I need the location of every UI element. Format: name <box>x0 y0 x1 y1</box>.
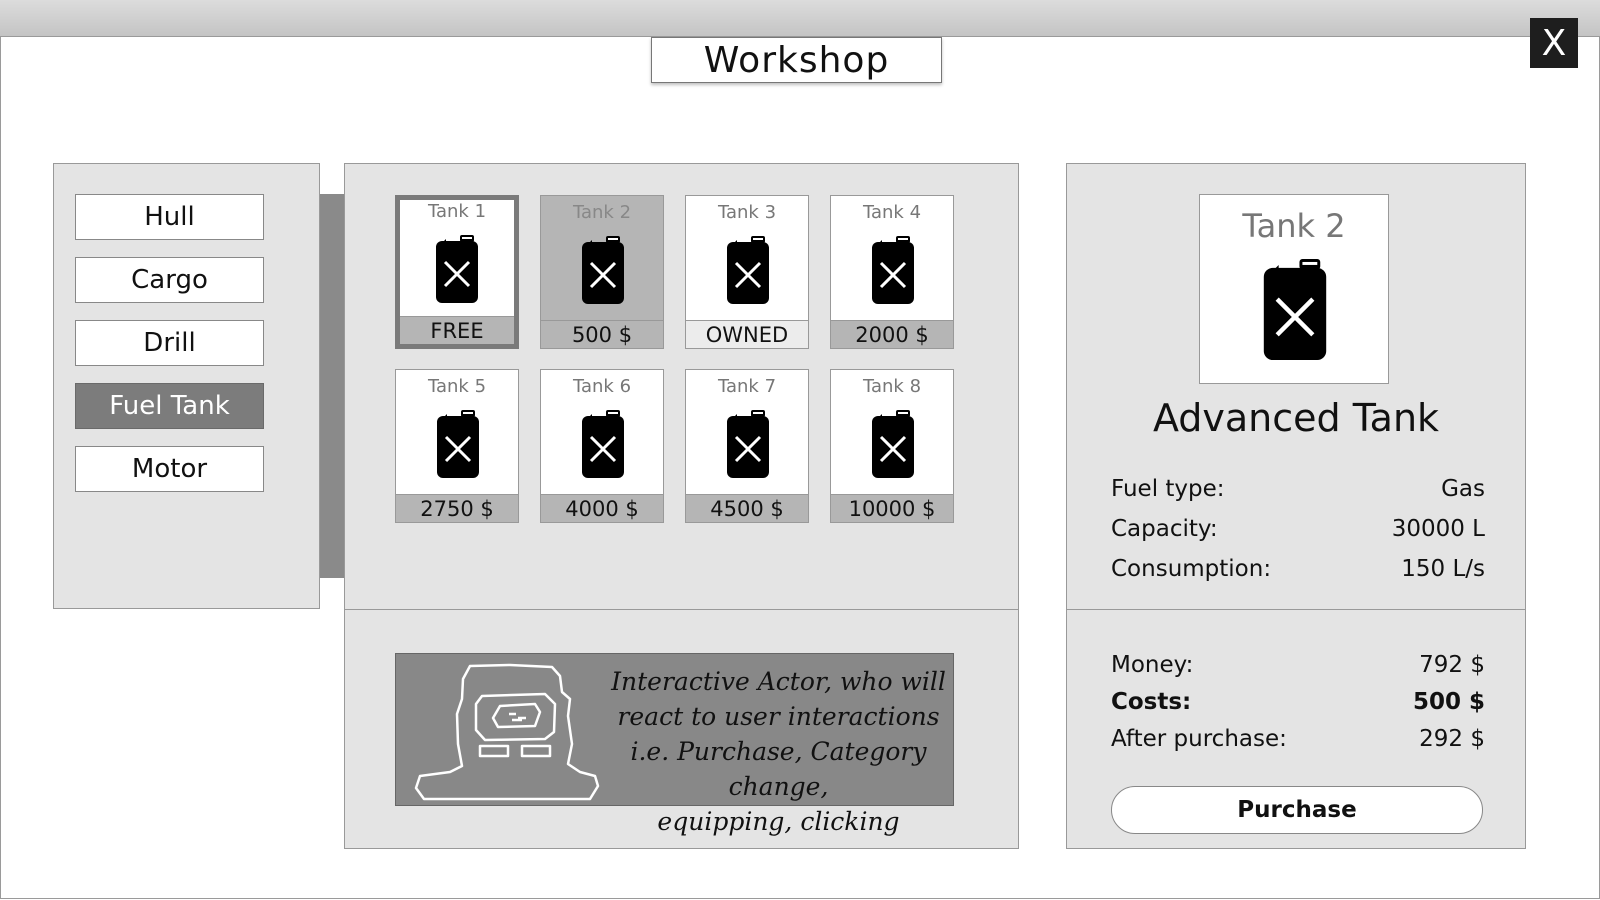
stat-consumption: Consumption: 150 L/s <box>1111 556 1485 582</box>
preview-name: Tank 2 <box>1242 207 1346 245</box>
money-row: Money: 792 $ <box>1111 652 1485 678</box>
item-card[interactable]: Tank 5 2750 $ <box>395 369 519 523</box>
category-fuel-tank-button[interactable]: Fuel Tank <box>75 383 264 429</box>
money-value: 792 $ <box>1419 652 1485 678</box>
close-button[interactable]: X <box>1530 18 1578 68</box>
window-title-bar <box>0 0 1600 37</box>
item-price: 4500 $ <box>686 494 808 522</box>
costs-value: 500 $ <box>1412 689 1485 715</box>
fuel-canister-icon <box>1263 259 1327 361</box>
item-card[interactable]: Tank 6 4000 $ <box>540 369 664 523</box>
item-name: Tank 7 <box>717 376 777 397</box>
money-label: Money: <box>1111 652 1194 678</box>
item-name: Tank 3 <box>717 202 777 223</box>
stat-label: Capacity: <box>1111 516 1218 542</box>
item-name: Tank 4 <box>862 202 922 223</box>
stat-value: 30000 L <box>1391 516 1485 542</box>
after-purchase-value: 292 $ <box>1419 726 1485 752</box>
item-price: 2750 $ <box>396 494 518 522</box>
items-panel: Tank 1 FREE Tank 2 500 $ Tank 3 OWNED Tank 4 20… <box>344 163 1019 610</box>
detail-title: Advanced Tank <box>1152 396 1440 440</box>
item-price: 4000 $ <box>541 494 663 522</box>
fuel-canister-icon <box>436 235 478 303</box>
category-drill-button[interactable]: Drill <box>75 320 264 366</box>
item-price: FREE <box>400 316 514 344</box>
window-title: Workshop <box>651 37 942 83</box>
item-name: Tank 1 <box>427 201 487 222</box>
item-name: Tank 2 <box>572 202 632 223</box>
stat-value: 150 L/s <box>1401 556 1485 582</box>
fuel-canister-icon <box>872 236 914 304</box>
stat-fuel-type: Fuel type: Gas <box>1111 476 1485 502</box>
fuel-canister-icon <box>582 236 624 304</box>
item-price: 500 $ <box>541 320 663 348</box>
item-name: Tank 8 <box>862 376 922 397</box>
item-card[interactable]: Tank 8 10000 $ <box>830 369 954 523</box>
category-panel: Hull Cargo Drill Fuel Tank Motor <box>53 163 320 609</box>
actor-caption: Interactive Actor, who will react to use… <box>606 664 951 839</box>
fuel-canister-icon <box>727 236 769 304</box>
detail-panel: Tank 2 Advanced Tank Fuel type: Gas Capa… <box>1066 163 1526 610</box>
actor-caption-line: equipping, clicking <box>657 807 900 836</box>
category-scrollbar[interactable] <box>320 194 344 578</box>
fuel-canister-icon <box>437 410 479 478</box>
stat-value: Gas <box>1441 476 1485 502</box>
item-price: 10000 $ <box>831 494 953 522</box>
item-preview: Tank 2 <box>1199 194 1389 384</box>
fuel-canister-icon <box>727 410 769 478</box>
stat-label: Fuel type: <box>1111 476 1225 502</box>
robot-actor-icon <box>414 663 600 801</box>
item-card[interactable]: Tank 4 2000 $ <box>830 195 954 349</box>
item-card[interactable]: Tank 7 4500 $ <box>685 369 809 523</box>
category-cargo-button[interactable]: Cargo <box>75 257 264 303</box>
fuel-canister-icon <box>872 410 914 478</box>
stat-label: Consumption: <box>1111 556 1272 582</box>
fuel-canister-icon <box>582 410 624 478</box>
item-name: Tank 5 <box>427 376 487 397</box>
interactive-actor[interactable]: Interactive Actor, who will react to use… <box>395 653 954 836</box>
item-card[interactable]: Tank 2 500 $ <box>540 195 664 349</box>
item-name: Tank 6 <box>572 376 632 397</box>
actor-caption-line: Interactive Actor, who will <box>611 667 946 696</box>
item-price: 2000 $ <box>831 320 953 348</box>
stat-capacity: Capacity: 30000 L <box>1111 516 1485 542</box>
item-price: OWNED <box>686 320 808 348</box>
category-motor-button[interactable]: Motor <box>75 446 264 492</box>
after-purchase-row: After purchase: 292 $ <box>1111 726 1485 752</box>
after-purchase-label: After purchase: <box>1111 726 1287 752</box>
item-card[interactable]: Tank 1 FREE <box>395 195 519 349</box>
costs-label: Costs: <box>1111 689 1192 715</box>
purchase-button[interactable]: Purchase <box>1111 786 1483 834</box>
category-hull-button[interactable]: Hull <box>75 194 264 240</box>
actor-caption-line: react to user interactions <box>617 702 940 731</box>
costs-row: Costs: 500 $ <box>1111 689 1485 715</box>
actor-caption-line: i.e. Purchase, Category change, <box>630 737 927 801</box>
item-card[interactable]: Tank 3 OWNED <box>685 195 809 349</box>
